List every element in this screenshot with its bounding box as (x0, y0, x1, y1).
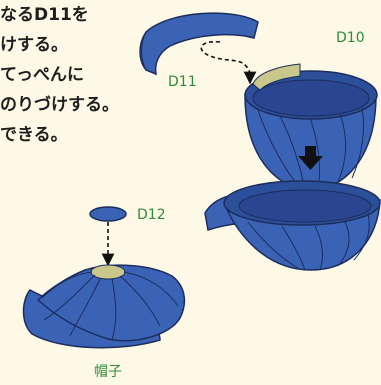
label-hat: 帽子 (94, 364, 122, 380)
d11-to-d10-arrow (200, 40, 257, 85)
label-d12: D12 (137, 207, 166, 223)
instruction-line-2: けする。 (0, 35, 68, 55)
label-d10: D10 (336, 30, 365, 46)
label-d11: D11 (168, 74, 197, 90)
instruction-line-4: のりづけする。 (0, 95, 119, 115)
finished-cap (22, 264, 186, 349)
d10-crown-bowl (244, 63, 378, 191)
instruction-line-3: てっぺんに (0, 65, 84, 85)
instruction-line-1: なるD11を (0, 5, 89, 25)
d12-button-piece (89, 206, 127, 222)
down-arrow-icon (298, 146, 323, 170)
instruction-text: なるD11を けする。 てっぺんに のりづけする。 できる。 (0, 0, 119, 150)
d11-brim-piece (139, 12, 259, 76)
instruction-line-5: できる。 (0, 125, 68, 145)
assembled-crown-with-brim (204, 180, 381, 271)
